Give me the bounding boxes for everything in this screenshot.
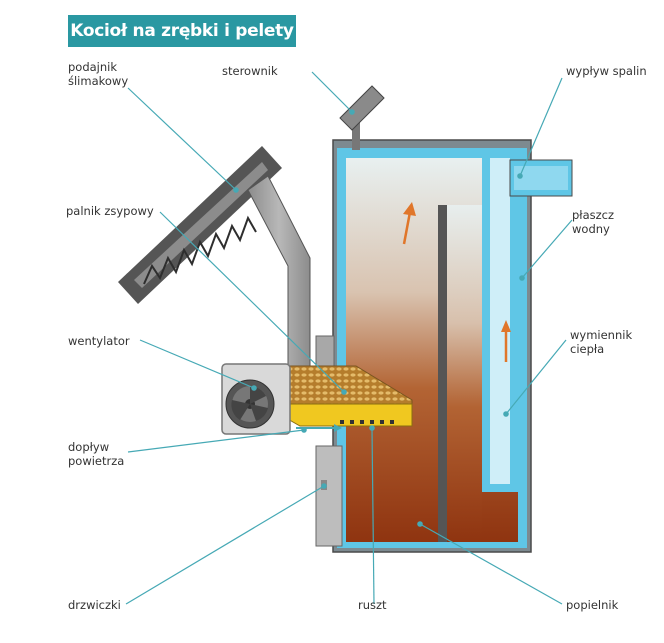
label-palnik-zsypowy: palnik zsypowy: [66, 204, 154, 218]
leader-drzwiczki: [125, 485, 325, 605]
label-drzwiczki: drzwiczki: [68, 598, 121, 612]
leader-sterownik: [311, 71, 353, 113]
label-wymiennik: wymiennik ciepła: [570, 328, 632, 356]
drop-chute: [247, 175, 311, 379]
flue-gas-arrow-1: [402, 202, 416, 245]
flue-gas-arrow-2: [501, 320, 511, 362]
exchanger-wall-left: [438, 205, 447, 542]
label-wyplyw-spalin: wypływ spalin: [566, 64, 647, 78]
label-popielnik: popielnik: [566, 598, 619, 612]
label-podajnik: podajnik ślimakowy: [68, 60, 128, 88]
label-wymiennik-line1: wymiennik: [570, 328, 633, 342]
leader-wyplyw: [519, 77, 563, 177]
label-ruszt: ruszt: [358, 598, 387, 612]
label-wentylator: wentylator: [68, 334, 130, 348]
label-plaszcz-line1: płaszcz: [572, 208, 615, 222]
feeder-screw: [143, 215, 257, 285]
controller-post: [352, 118, 360, 150]
leader-popielnik: [419, 523, 563, 605]
exchanger-gap: [447, 205, 482, 542]
leader-palnik: [159, 211, 345, 393]
label-podajnik-line2: ślimakowy: [68, 74, 129, 88]
diagram-title: Kocioł na zrębki i pelety: [70, 21, 294, 41]
leader-ruszt: [371, 427, 375, 605]
controller-box: [339, 85, 385, 131]
feeder-tube-inner: [134, 162, 268, 288]
leader-podajnik: [127, 87, 237, 191]
title-banner: Kocioł na zrębki i pelety: [68, 15, 296, 47]
label-plaszcz-wodny: płaszcz wodny: [572, 208, 614, 236]
label-wymiennik-line2: ciepła: [570, 342, 605, 356]
grate-slots: [340, 420, 394, 424]
label-doplyw-powietrza: dopływ powietrza: [68, 440, 124, 468]
exchanger-channel-inner: [490, 158, 510, 484]
leader-wymiennik: [505, 339, 567, 415]
leader-plaszcz: [521, 219, 573, 279]
ash-door: [315, 445, 343, 547]
leader-wentylator: [139, 339, 255, 389]
label-sterownik: sterownik: [222, 64, 278, 78]
label-doplyw-line1: dopływ: [68, 440, 110, 454]
leader-doplyw: [127, 429, 305, 453]
leader-lines: [125, 71, 573, 605]
label-podajnik-line1: podajnik: [68, 60, 118, 74]
label-plaszcz-line2: wodny: [572, 222, 610, 236]
label-doplyw-line2: powietrza: [68, 454, 125, 468]
